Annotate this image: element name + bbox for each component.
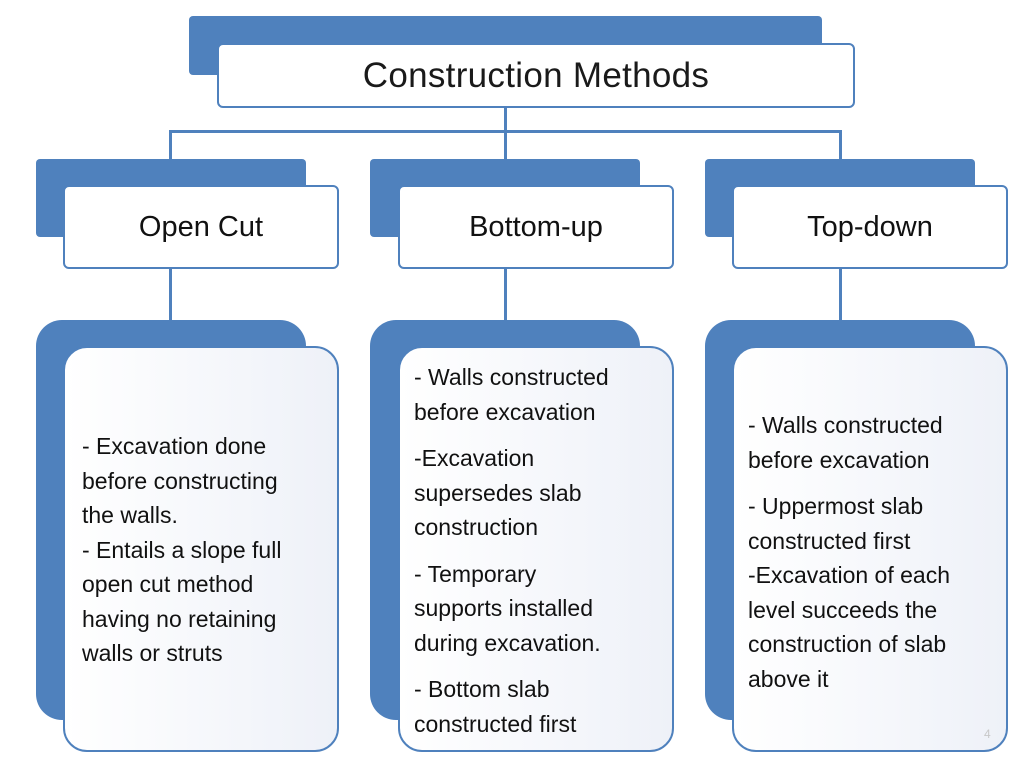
top-down-content-box: - Walls constructed before excavation - … xyxy=(732,346,1008,752)
open-cut-header-label: Open Cut xyxy=(138,210,264,243)
diagram-title: Construction Methods xyxy=(362,55,710,95)
connector-col1-content xyxy=(169,268,172,322)
connector-col3-content xyxy=(839,268,842,322)
open-cut-header-box: Open Cut xyxy=(63,185,339,269)
connector-col1-down xyxy=(169,130,172,160)
bottom-up-item-4: - Bottom slab constructed first xyxy=(414,676,577,737)
top-down-header-box: Top-down xyxy=(732,185,1008,269)
connector-col3-down xyxy=(839,130,842,160)
connector-col2-content xyxy=(504,268,507,322)
open-cut-content-box: - Excavation done before constructing th… xyxy=(63,346,339,752)
open-cut-item-1: - Excavation done before constructing th… xyxy=(82,433,278,528)
open-cut-item-2: - Entails a slope full open cut method h… xyxy=(82,536,282,667)
title-box: Construction Methods xyxy=(217,43,855,108)
bottom-up-item-1: - Walls constructed before excavation xyxy=(414,364,609,425)
connector-title-down xyxy=(504,106,507,132)
bottom-up-item-3: - Temporary supports installed during ex… xyxy=(414,560,601,656)
bottom-up-header-label: Bottom-up xyxy=(469,210,603,243)
connector-col2-down xyxy=(504,130,507,160)
bottom-up-item-2: -Excavation supersedes slab construction xyxy=(414,445,582,540)
top-down-item-1: - Walls constructed before excavation xyxy=(748,412,943,473)
top-down-item-2: - Uppermost slab constructed first xyxy=(748,493,924,554)
top-down-header-label: Top-down xyxy=(807,210,933,243)
top-down-item-3: -Excavation of each level succeeds the c… xyxy=(748,562,951,692)
bottom-up-header-box: Bottom-up xyxy=(398,185,674,269)
page-number: 4 xyxy=(984,727,991,741)
bottom-up-content-box: - Walls constructed before excavation -E… xyxy=(398,346,674,752)
